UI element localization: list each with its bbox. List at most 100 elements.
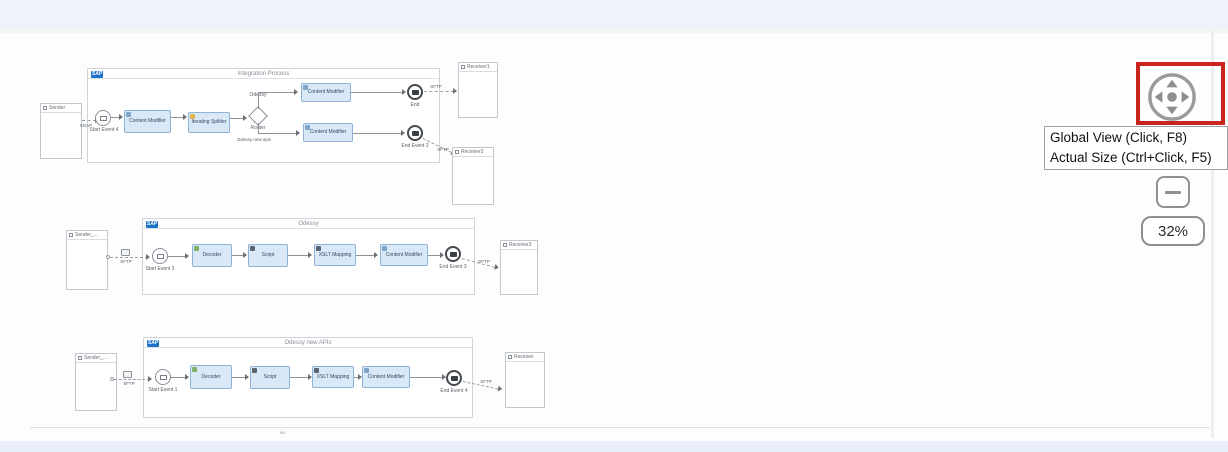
compass-icon [1148, 73, 1196, 121]
sequence-flow-line [232, 255, 244, 256]
participant-icon [455, 150, 459, 154]
minus-icon [1165, 190, 1181, 194]
end-event-label: End Event 4 [440, 388, 468, 394]
end-event-3[interactable] [445, 246, 461, 262]
participant-label: Receiver [514, 354, 534, 360]
arrowhead [243, 252, 247, 258]
participant-label: Receiver3 [509, 242, 532, 248]
arrowhead [119, 114, 123, 120]
start-event-label: Start Event 3 [145, 266, 175, 272]
step-content-modifier[interactable]: Content Modifier [362, 366, 410, 388]
end-event-label: End Event 2 [401, 143, 429, 149]
arrowhead [497, 385, 503, 393]
arrowhead [183, 114, 187, 120]
end-event-2[interactable] [407, 125, 423, 141]
arrowhead [402, 89, 406, 95]
participant-sender-2[interactable]: Sender_... [66, 230, 108, 290]
arrowhead [308, 252, 312, 258]
bottom-strip [0, 441, 1228, 452]
participant-label: Sender [49, 105, 66, 111]
sequence-flow-line [171, 377, 186, 378]
sap-logo-icon: SAP [91, 71, 103, 78]
sequence-flow-line [290, 377, 309, 378]
adapter-label-sftp: SFTP [478, 259, 490, 264]
message-icon [159, 374, 167, 380]
participant-receiver-4[interactable]: Receiver [505, 352, 545, 408]
adapter-label-sftp: SFTP [120, 259, 132, 264]
content-modifier-icon [126, 112, 131, 117]
participant-icon [43, 106, 47, 110]
sequence-flow-line [258, 133, 297, 134]
step-script[interactable]: Script [250, 366, 290, 389]
arrowhead [243, 115, 247, 121]
sequence-flow-line [258, 92, 259, 109]
participant-sender-3[interactable]: Sender_... [75, 353, 117, 411]
participant-receiver-3[interactable]: Receiver3 [500, 240, 538, 295]
top-strip [0, 0, 1228, 28]
sequence-flow-line [354, 377, 360, 378]
sequence-flow-line [230, 118, 244, 119]
message-icon [449, 251, 457, 257]
start-event-label: Start Event 1 [148, 387, 178, 393]
step-content-modifier-1[interactable]: Content Modifier [124, 110, 171, 133]
connector-origin-dot [110, 377, 114, 381]
participant-icon [78, 356, 82, 360]
step-xslt-mapping[interactable]: XSLT Mapping [314, 244, 356, 266]
participant-sender-1[interactable]: Sender [40, 103, 82, 159]
gateway-label: Router [245, 125, 271, 131]
message-icon [156, 253, 164, 259]
zoom-out-button[interactable] [1156, 176, 1190, 208]
tooltip-line-global-view: Global View (Click, F8) [1050, 130, 1188, 145]
sftp-adapter-icon[interactable] [121, 249, 130, 256]
step-xslt-mapping[interactable]: XSLT Mapping [312, 366, 354, 388]
content-modifier-icon [303, 85, 308, 90]
navigator-compass-button[interactable] [1147, 72, 1197, 122]
decoder-icon [194, 246, 199, 251]
sftp-adapter-icon[interactable] [123, 371, 132, 378]
step-content-modifier-bottom[interactable]: Content Modifier [303, 123, 353, 142]
step-content-modifier-top[interactable]: Content Modifier [301, 83, 351, 102]
arrowhead [245, 374, 249, 380]
pool-title: Odessy new APIs [284, 340, 332, 346]
start-event-1[interactable] [155, 369, 171, 385]
participant-icon [503, 243, 507, 247]
participant-label: Receiver2 [461, 149, 484, 155]
start-event-label: Start Event 4 [89, 127, 119, 133]
participant-label: Sender_... [84, 355, 108, 361]
navigator-tooltip: Global View (Click, F8) Actual Size (Ctr… [1044, 126, 1228, 170]
splitter-icon [190, 114, 195, 119]
participant-receiver-2[interactable]: Receiver2 [452, 147, 494, 205]
arrowhead [148, 376, 152, 382]
start-event-3[interactable] [152, 248, 168, 264]
vertical-scrollbar[interactable] [1211, 30, 1214, 438]
start-event-4[interactable] [95, 110, 111, 126]
message-icon [411, 130, 419, 136]
gateway-branch-label-bottom: Odessy new apis [236, 137, 272, 142]
arrowhead [442, 374, 446, 380]
end-event-1[interactable] [407, 84, 423, 100]
step-script[interactable]: Script [248, 244, 288, 267]
participant-receiver-1[interactable]: Receiver1 [458, 62, 498, 118]
step-iterating-splitter[interactable]: Iterating Splitter [188, 112, 230, 133]
adapter-label-sftp: SFTP [123, 381, 135, 386]
zoom-level-badge[interactable]: 32% [1141, 216, 1205, 246]
canvas-footer-marks: IIIII [280, 430, 286, 435]
arrowhead [374, 252, 378, 258]
end-event-4[interactable] [446, 370, 462, 386]
pool-title: Integration Process [237, 71, 290, 77]
step-decoder[interactable]: Decoder [192, 244, 232, 267]
arrowhead [146, 254, 150, 260]
participant-icon [461, 65, 465, 69]
step-content-modifier[interactable]: Content Modifier [380, 244, 428, 266]
decoder-icon [192, 367, 197, 372]
arrowhead [185, 253, 189, 259]
sequence-flow-line [168, 256, 186, 257]
step-decoder[interactable]: Decoder [190, 365, 232, 389]
arrowhead [401, 130, 405, 136]
arrowhead [296, 130, 300, 136]
sap-logo-icon: SAP [147, 340, 159, 347]
participant-icon [69, 233, 73, 237]
gateway-branch-label-top: Odessy [243, 92, 273, 98]
sequence-flow-line [258, 92, 295, 93]
